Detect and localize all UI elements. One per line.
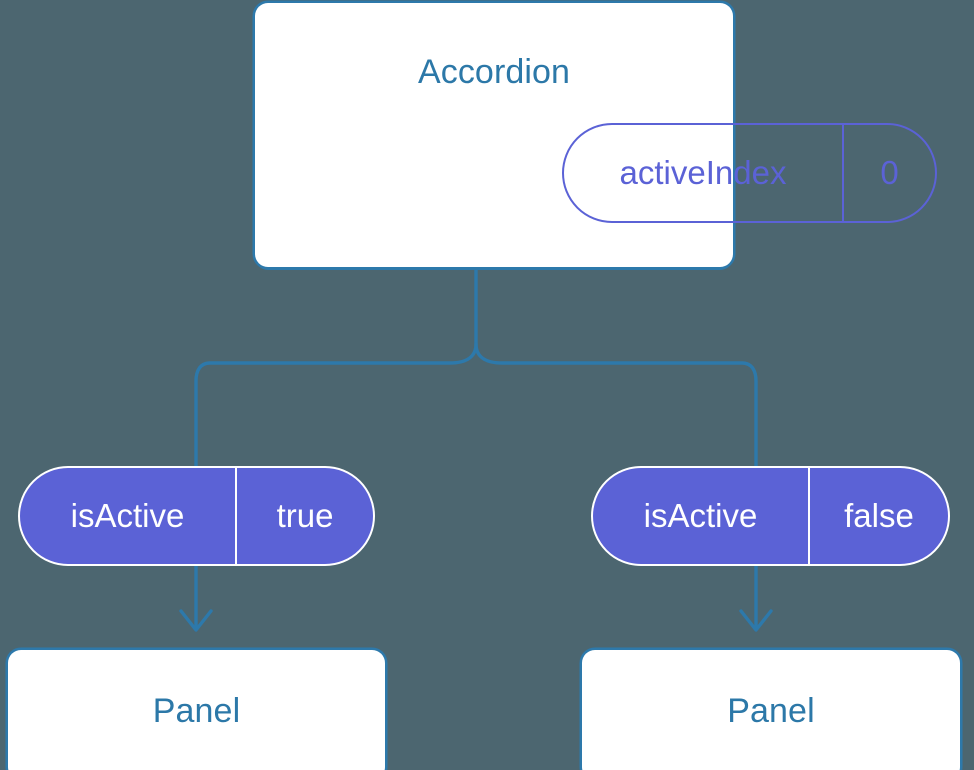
prop-key-label-right: isActive xyxy=(643,497,758,534)
arrow-right-prop-to-panel xyxy=(739,564,773,632)
panel-component-left[interactable]: Panel xyxy=(8,650,385,770)
state-key-label: activeIndex xyxy=(619,154,787,191)
panel-title-left: Panel xyxy=(152,692,241,730)
prop-pill-is-active-false[interactable]: isActive false xyxy=(591,466,950,566)
arrow-left-prop-to-panel xyxy=(179,564,213,632)
prop-value-label-left: true xyxy=(235,468,373,564)
prop-value-label-right: false xyxy=(808,468,948,564)
prop-pill-is-active-true[interactable]: isActive true xyxy=(18,466,375,566)
prop-key-label-left: isActive xyxy=(70,497,185,534)
accordion-component[interactable]: Accordion activeIndex 0 xyxy=(255,3,937,267)
state-pill-active-index[interactable]: activeIndex 0 xyxy=(562,123,937,223)
panel-component-right[interactable]: Panel xyxy=(582,650,960,770)
panel-title-right: Panel xyxy=(727,692,815,730)
accordion-title: Accordion xyxy=(417,53,571,91)
connector-split-path xyxy=(194,265,478,470)
connector-split-path-right xyxy=(474,342,758,470)
state-value-label: 0 xyxy=(842,125,935,221)
